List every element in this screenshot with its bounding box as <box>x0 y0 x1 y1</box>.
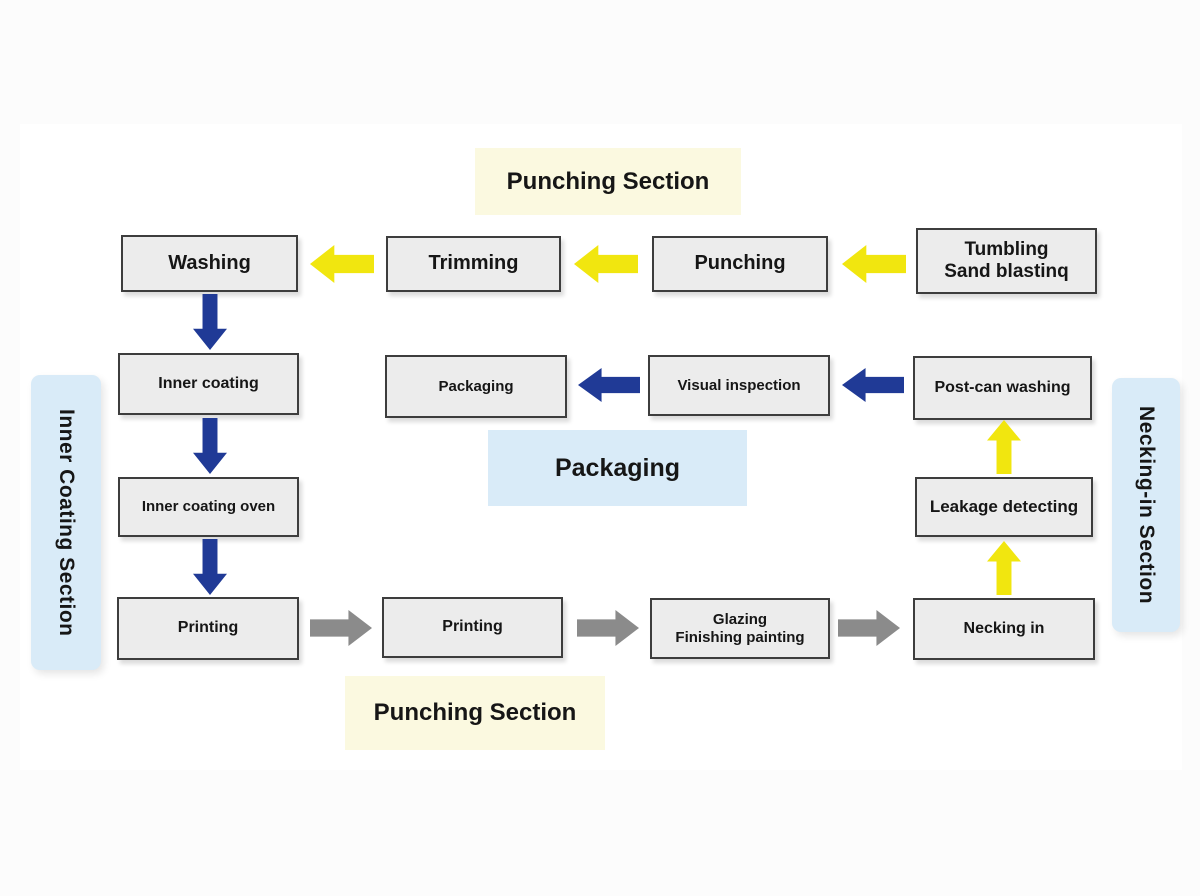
flow-box-label: Printing <box>177 619 239 637</box>
flow-box-label: Trimming <box>428 252 519 275</box>
flow-box-inner-coating-oven: Inner coating oven <box>118 477 299 537</box>
arrow-punching-to-trimming-icon <box>574 245 638 283</box>
arrow-trimming-to-washing-icon <box>310 245 374 283</box>
flow-box-tumbling-sand-blasting: Tumbling Sand blastinq <box>916 228 1097 294</box>
arrow-glazing-to-necking-in-icon <box>838 610 900 646</box>
flow-box-trimming: Trimming <box>386 236 561 292</box>
arrow-visual-inspection-to-packaging-icon <box>578 368 640 402</box>
flow-box-label: Inner coating <box>158 374 259 392</box>
flow-box-label: Packaging <box>438 377 514 395</box>
flow-box-label: Post-can washing <box>934 378 1071 396</box>
flow-box-label: Glazing Finishing painting <box>675 610 805 646</box>
flow-box-label: Washing <box>168 251 251 274</box>
flow-box-printing-1: Printing <box>117 597 299 660</box>
flow-box-punching: Punching <box>652 236 828 292</box>
section-label-text: Punching Section <box>373 699 577 726</box>
arrow-inner-coating-to-oven-icon <box>193 418 227 474</box>
section-label-necking-in: Necking-in Section <box>1112 378 1180 632</box>
section-label-inner-coating: Inner Coating Section <box>31 375 101 670</box>
flow-box-packaging: Packaging <box>385 355 567 418</box>
flow-box-label: Visual inspection <box>677 376 801 394</box>
flow-box-glazing-finishing-painting: Glazing Finishing painting <box>650 598 830 659</box>
flow-box-necking-in: Necking in <box>913 598 1095 660</box>
arrow-tumbling-to-punching-icon <box>842 245 906 283</box>
arrow-necking-in-to-leakage-icon <box>987 541 1021 595</box>
flow-box-label: Punching <box>694 252 786 275</box>
section-label-packaging: Packaging <box>488 430 747 506</box>
arrow-post-can-washing-to-visual-inspection-icon <box>842 368 904 402</box>
section-label-text: Packaging <box>554 453 681 482</box>
flow-box-label: Printing <box>442 618 503 636</box>
arrow-oven-to-printing-icon <box>193 539 227 595</box>
flow-box-inner-coating: Inner coating <box>118 353 299 415</box>
section-label-text: Inner Coating Section <box>55 408 78 637</box>
arrow-washing-to-inner-coating-icon <box>193 294 227 350</box>
flow-box-post-can-washing: Post-can washing <box>913 356 1092 420</box>
section-label-punching-top: Punching Section <box>475 148 741 215</box>
flow-box-visual-inspection: Visual inspection <box>648 355 830 416</box>
flow-box-printing-2: Printing <box>382 597 563 658</box>
flow-box-label: Tumbling Sand blastinq <box>944 238 1069 282</box>
diagram-panel: Punching Section Packaging Punching Sect… <box>20 124 1182 770</box>
section-label-text: Punching Section <box>506 167 710 195</box>
arrow-printing2-to-glazing-icon <box>577 610 639 646</box>
flow-box-leakage-detecting: Leakage detecting <box>915 477 1093 537</box>
flow-box-label: Inner coating oven <box>141 498 276 516</box>
flow-box-label: Leakage detecting <box>929 496 1079 516</box>
arrow-leakage-to-post-can-washing-icon <box>987 420 1021 474</box>
section-label-text: Necking-in Section <box>1135 405 1158 605</box>
flow-box-washing: Washing <box>121 235 298 292</box>
arrow-printing1-to-printing2-icon <box>310 610 372 646</box>
flow-box-label: Necking in <box>963 619 1045 637</box>
section-label-punching-bottom: Punching Section <box>345 676 605 750</box>
